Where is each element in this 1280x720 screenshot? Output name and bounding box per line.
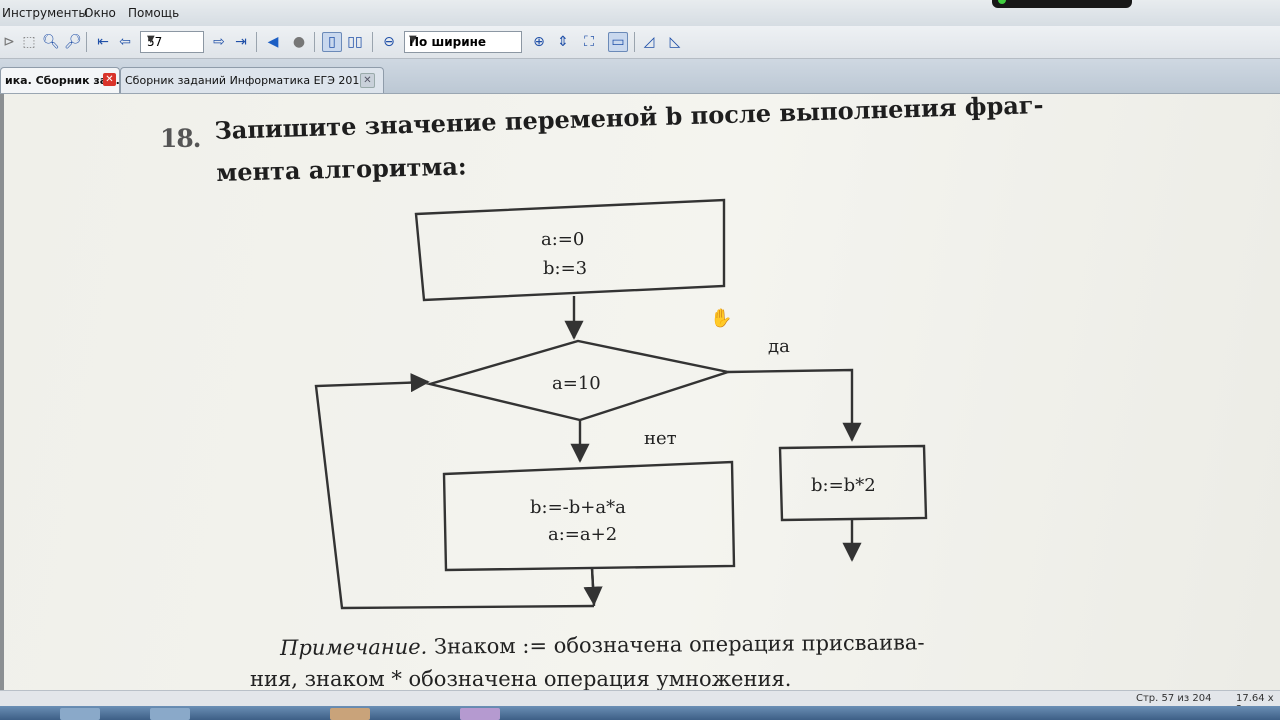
init-line-1: a:=0 <box>541 229 584 250</box>
fit-height-icon[interactable]: ⇕ <box>557 34 569 50</box>
two-page-view-icon[interactable]: ▯▯ <box>347 34 363 50</box>
tab-bar: ика. Сборник за... ✕ Сборник заданий Инф… <box>0 59 1280 94</box>
no-label: нет <box>644 428 677 449</box>
init-block <box>414 198 726 302</box>
fit-page-icon[interactable]: ⛶ <box>584 34 594 50</box>
zoom-mode-select[interactable]: По ширине ▼ <box>404 31 522 53</box>
hand-cursor-icon: ✋ <box>710 307 732 329</box>
menu-window[interactable]: Окно <box>84 6 116 20</box>
page-info: Стр. 57 из 204 <box>1136 693 1212 704</box>
taskbar-button[interactable] <box>330 708 370 720</box>
yes-label: да <box>768 336 790 357</box>
taskbar-button[interactable] <box>460 708 500 720</box>
status-dot-icon <box>998 0 1006 4</box>
next-page-icon[interactable]: ⇨ <box>213 34 225 50</box>
taskbar-button[interactable] <box>150 708 190 720</box>
zoom-in-magnifier-icon[interactable]: 🔍︎ <box>42 34 60 50</box>
tab-label: Сборник заданий Информатика ЕГЭ 201... <box>125 74 370 87</box>
toolbar-divider <box>372 32 373 52</box>
chevron-down-icon[interactable]: ▼ <box>147 34 155 45</box>
status-bar: Стр. 57 из 204 17.64 x 2 <box>0 690 1280 715</box>
taskbar-button[interactable] <box>60 708 100 720</box>
toolbar-divider <box>634 32 635 52</box>
viewport-left-edge <box>0 94 4 690</box>
note-text: Знаком := обозначена операция присваива- <box>427 630 925 659</box>
toolbar-divider <box>86 32 87 52</box>
tab-label: ика. Сборник за... <box>5 74 120 87</box>
os-taskbar <box>0 706 1280 720</box>
note-label: Примечание. <box>280 634 428 660</box>
loop-body-line-2: a:=a+2 <box>548 524 617 545</box>
page-number-field[interactable]: 57 ▼ <box>140 31 204 53</box>
tray-indicator <box>992 0 1132 8</box>
condition-text: a=10 <box>552 373 601 394</box>
loop-body-line-1: b:=-b+a*a <box>530 497 626 518</box>
toolbar-divider <box>314 32 315 52</box>
fit-width-icon[interactable]: ▭ <box>608 32 628 52</box>
marquee-tool-icon[interactable]: ⬚ <box>22 34 36 50</box>
toolbar: ⊳ ⬚ 🔍︎ 🔎︎ ⇤ ⇦ 57 ▼ ⇨ ⇥ ◀ ● ▯ ▯▯ ⊖ По шир… <box>0 26 1280 59</box>
rotate-right-icon[interactable]: ◺ <box>669 34 681 50</box>
page-number-value: 57 <box>147 35 163 49</box>
yes-action-text: b:=b*2 <box>811 475 876 496</box>
back-icon[interactable]: ◀ <box>267 34 279 50</box>
single-page-view-icon[interactable]: ▯ <box>322 32 342 52</box>
previous-page-icon[interactable]: ⇦ <box>119 34 131 50</box>
last-page-icon[interactable]: ⇥ <box>235 34 247 50</box>
menu-tools[interactable]: Инструменты <box>2 6 88 20</box>
loop-body-block <box>442 460 736 572</box>
zoom-out-icon[interactable]: ⊖ <box>383 34 395 50</box>
yes-action-block <box>778 444 928 522</box>
arrow-condition-to-yes-action <box>727 368 862 442</box>
toolbar-divider <box>256 32 257 52</box>
forward-icon[interactable]: ● <box>292 34 306 50</box>
tab-active-document[interactable]: ика. Сборник за... ✕ <box>0 67 120 93</box>
task-number: 18. <box>160 124 201 153</box>
chevron-down-icon[interactable]: ▼ <box>409 34 417 45</box>
init-line-2: b:=3 <box>543 258 587 279</box>
first-page-icon[interactable]: ⇤ <box>97 34 109 50</box>
close-tab-icon[interactable]: ✕ <box>103 73 116 86</box>
tab-second-document[interactable]: Сборник заданий Информатика ЕГЭ 201... ✕ <box>120 67 384 93</box>
close-tab-icon[interactable]: ✕ <box>360 73 375 88</box>
zoom-in-icon[interactable]: ⊕ <box>533 34 545 50</box>
zoom-mode-value: По ширине <box>409 35 487 49</box>
rotate-left-icon[interactable]: ◿ <box>643 34 655 50</box>
loop-back-entry-arrow <box>583 567 603 606</box>
loop-back-line <box>314 373 595 610</box>
menu-help[interactable]: Помощь <box>128 6 180 20</box>
select-tool-icon[interactable]: ⊳ <box>3 34 15 50</box>
note-line-2: ния, знаком * обозначена операция умноже… <box>250 667 792 691</box>
zoom-out-magnifier-icon[interactable]: 🔎︎ <box>64 34 82 50</box>
